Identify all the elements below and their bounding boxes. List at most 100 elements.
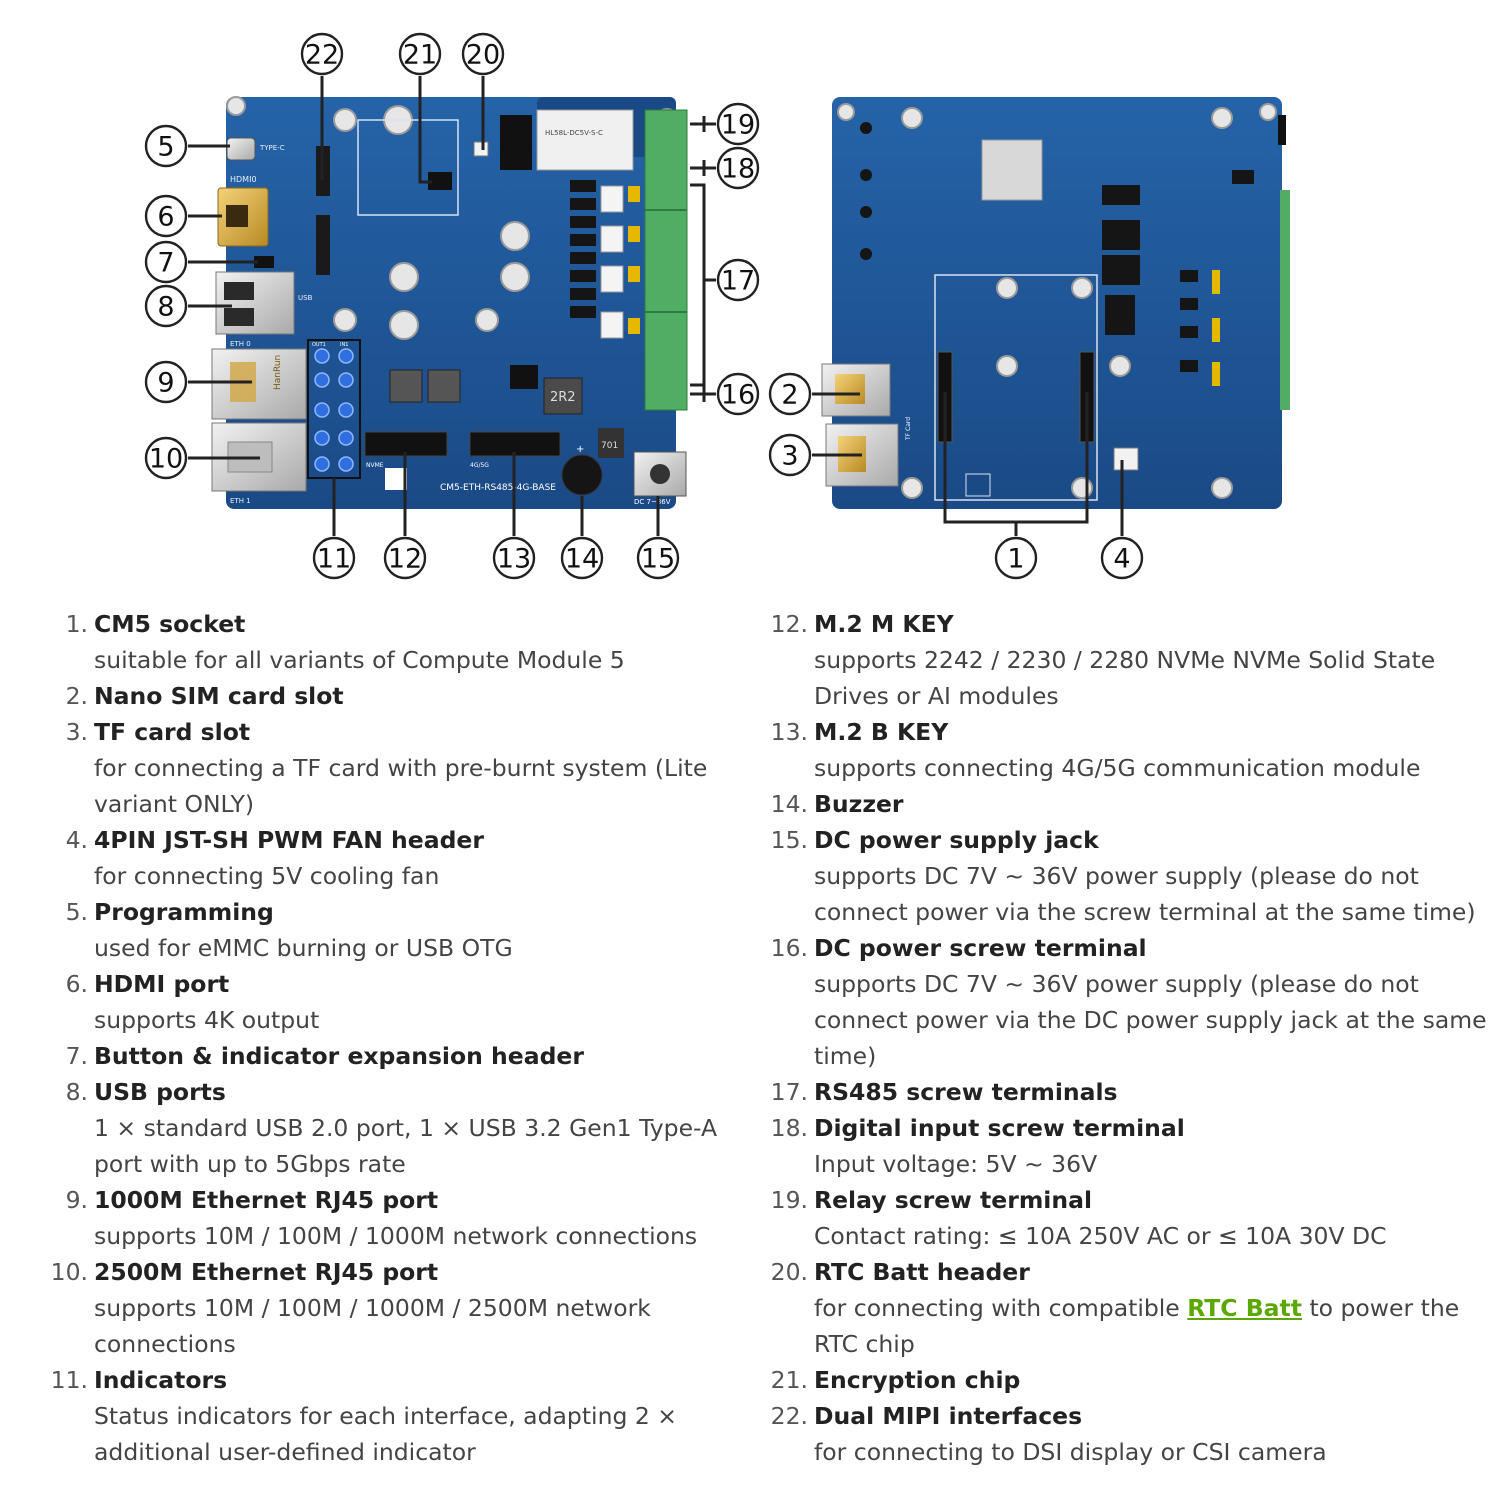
svg-text:21: 21	[403, 40, 437, 71]
rtc-header	[473, 141, 489, 157]
svg-text:18: 18	[721, 154, 755, 185]
svg-text:20: 20	[466, 40, 500, 71]
legend-number: 9.	[65, 1186, 88, 1214]
callout-15: 15	[636, 536, 680, 580]
callout-8: 8	[144, 284, 188, 328]
legend-title: CM5 socket	[94, 610, 246, 638]
inductor-2r2	[543, 377, 583, 415]
legend-number: 19.	[770, 1186, 808, 1214]
callout-12: 12	[383, 536, 427, 580]
callout-4: 4	[1100, 536, 1144, 580]
svg-text:22: 22	[305, 40, 339, 71]
feature-legend: 1.CM5 socket suitable for all variants of…	[0, 606, 1500, 1496]
legend-title: DC power supply jack	[814, 826, 1099, 854]
inductor-2r2-label: 2R2	[550, 390, 576, 405]
hdmi-silk: HDMI0	[230, 175, 257, 184]
legend-item: 13.M.2 B KEY supports connecting 4G/5G co…	[760, 714, 1500, 786]
legend-number: 2.	[65, 682, 88, 710]
back-terminal-edge	[1280, 190, 1290, 410]
legend-item: 21.Encryption chip	[760, 1362, 1500, 1398]
legend-item: 14.Buzzer	[760, 786, 1500, 822]
fuses	[600, 185, 640, 339]
svg-text:7: 7	[157, 248, 174, 279]
legend-column-left: 1.CM5 socket suitable for all variants of…	[0, 606, 760, 1470]
buzzer	[561, 454, 603, 496]
legend-description: supports 10M / 100M / 1000M / 2500M netw…	[94, 1294, 651, 1358]
legend-description: for connecting to DSI display or CSI cam…	[814, 1438, 1327, 1466]
legend-description: 1 × standard USB 2.0 port, 1 × USB 3.2 G…	[94, 1114, 718, 1178]
legend-description: supports DC 7V ~ 36V power supply (pleas…	[814, 970, 1487, 1070]
nvme-silk: NVME	[366, 462, 384, 469]
legend-number: 16.	[770, 934, 808, 962]
leader-lines	[188, 76, 1124, 536]
legend-description: supports 4K output	[94, 1006, 320, 1034]
legend-item: 1.CM5 socket suitable for all variants of…	[0, 606, 760, 678]
legend-title: Digital input screw terminal	[814, 1114, 1185, 1142]
legend-number: 1.	[65, 610, 88, 638]
callout-18: 18	[716, 146, 760, 190]
usb-silk: USB	[298, 294, 313, 302]
svg-text:8: 8	[157, 292, 174, 323]
svg-text:17: 17	[721, 266, 755, 297]
legend-description: for connecting a TF card with pre-burnt …	[94, 754, 708, 818]
svg-text:+: +	[576, 444, 584, 455]
inductor-2	[427, 369, 461, 403]
typec-silk: TYPE-C	[259, 144, 285, 152]
legend-number: 17.	[770, 1078, 808, 1106]
legend-number: 21.	[770, 1366, 808, 1394]
legend-number: 22.	[770, 1402, 808, 1430]
legend-title: M.2 B KEY	[814, 718, 949, 746]
typec-port	[226, 137, 256, 161]
legend-number: 14.	[770, 790, 808, 818]
svg-text:1: 1	[1007, 544, 1024, 575]
callout-17: 17	[716, 258, 760, 302]
legend-description: Contact rating: ≤ 10A 250V AC or ≤ 10A 3…	[814, 1222, 1387, 1250]
legend-title: TF card slot	[94, 718, 251, 746]
legend-number: 7.	[65, 1042, 88, 1070]
legend-item: 3.TF card slot for connecting a TF card w…	[0, 714, 760, 822]
relay	[536, 109, 634, 171]
legend-description: for connecting 5V cooling fan	[94, 862, 440, 890]
screw-terminals	[644, 109, 688, 411]
legend-item: 2.Nano SIM card slot	[0, 678, 760, 714]
svg-text:16: 16	[721, 380, 755, 411]
callout-13: 13	[492, 536, 536, 580]
legend-description: supports 2242 / 2230 / 2280 NVMe NVMe So…	[814, 646, 1436, 710]
callout-20: 20	[461, 32, 505, 76]
svg-text:15: 15	[641, 544, 675, 575]
led-label-in1: IN1	[340, 342, 348, 348]
legend-number: 3.	[65, 718, 88, 746]
legend-description: Input voltage: 5V ~ 36V	[814, 1150, 1098, 1178]
legend-number: 13.	[770, 718, 808, 746]
back-components	[1212, 270, 1220, 386]
legend-description: suitable for all variants of Compute Mod…	[94, 646, 625, 674]
legend-description: supports 10M / 100M / 1000M network conn…	[94, 1222, 698, 1250]
callout-22: 22	[300, 32, 344, 76]
inductor-701-label: 701	[601, 441, 618, 451]
callout-11: 11	[312, 536, 356, 580]
legend-description: supports DC 7V ~ 36V power supply (pleas…	[814, 862, 1476, 926]
svg-text:5: 5	[157, 132, 174, 163]
waveshare-logo	[385, 468, 407, 490]
legend-number: 4.	[65, 826, 88, 854]
mipi-connector-2	[316, 215, 330, 275]
svg-text:4: 4	[1113, 544, 1130, 575]
legend-item: 17.RS485 screw terminals	[760, 1074, 1500, 1110]
callout-19: 19	[716, 102, 760, 146]
legend-description: supports connecting 4G/5G communication …	[814, 754, 1421, 782]
legend-description: used for eMMC burning or USB OTG	[94, 934, 513, 962]
legend-number: 12.	[770, 610, 808, 638]
legend-number: 18.	[770, 1114, 808, 1142]
legend-title: RS485 screw terminals	[814, 1078, 1118, 1106]
rtc-batt-link[interactable]: RTC Batt	[1187, 1294, 1302, 1322]
legend-title: Dual MIPI interfaces	[814, 1402, 1083, 1430]
legend-item: 22.Dual MIPI interfaces for connecting to…	[760, 1398, 1500, 1470]
